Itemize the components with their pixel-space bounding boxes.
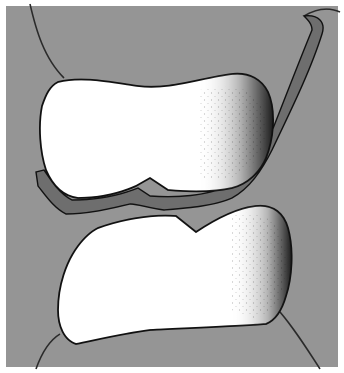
illustration-canvas <box>0 0 344 373</box>
dental-illustration <box>0 0 344 373</box>
